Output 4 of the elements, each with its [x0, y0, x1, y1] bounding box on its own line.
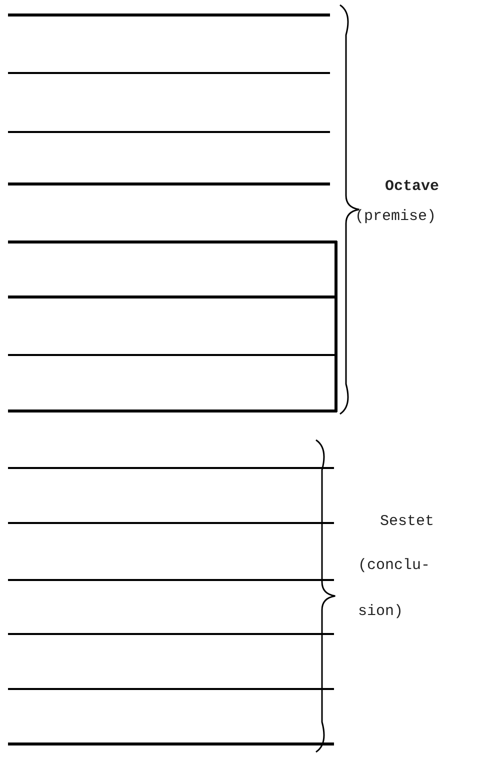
section-label: Octave	[385, 178, 440, 195]
section-note: (premise)	[355, 208, 436, 225]
section-label: Sestet	[380, 513, 434, 530]
section-note: (conclu- sion)	[358, 556, 432, 622]
